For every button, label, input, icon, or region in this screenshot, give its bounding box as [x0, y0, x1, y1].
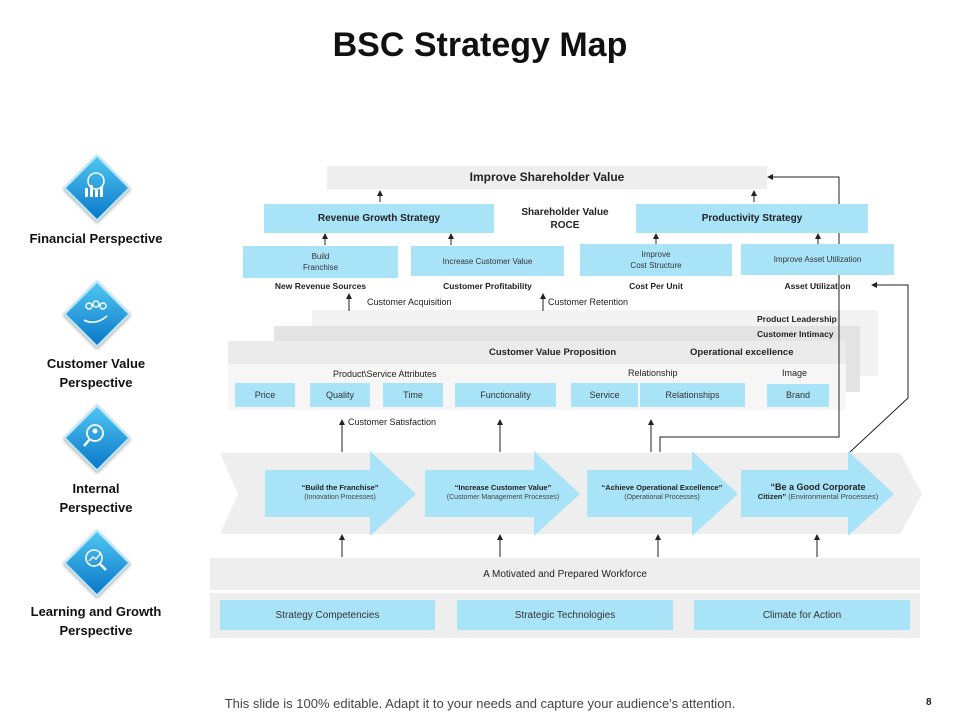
strategy-competencies-box: Strategy Competencies	[220, 600, 435, 630]
financial-perspective-badge	[63, 154, 131, 222]
revenue-growth-strategy-box: Revenue Growth Strategy	[264, 204, 494, 233]
operational-excellence-process: “Achieve Operational Excellence” (Operat…	[590, 483, 734, 502]
improve-asset-utilization-box: Improve Asset Utilization	[741, 244, 894, 275]
build-franchise-process: “Build the Franchise” (Innovation Proces…	[270, 483, 410, 502]
build-franchise-process-title: “Build the Franchise”	[301, 483, 379, 492]
customer-intimacy-label: Customer Intimacy	[757, 329, 834, 339]
build-franchise-text: Build Franchise	[302, 252, 339, 272]
product-leadership-label: Product Leadership	[757, 314, 837, 324]
customer-perspective-label: Customer Value Perspective	[46, 356, 146, 390]
attributes-label: Product\Service Attributes	[333, 369, 437, 379]
page-number: 8	[926, 697, 932, 708]
learning-perspective-badge	[63, 529, 131, 597]
increase-customer-value-box: Increase Customer Value	[411, 246, 564, 276]
increase-customer-value-text: Increase Customer Value	[442, 256, 533, 266]
customer-acquisition-label: Customer Acquisition	[367, 297, 452, 307]
image-label: Image	[782, 368, 808, 378]
learning-perspective-label: Learning and Growth Perspective	[30, 604, 162, 638]
customer-perspective-badge	[63, 280, 131, 348]
roce-label: ROCE	[550, 220, 580, 231]
cell-quality: Quality	[310, 383, 370, 407]
operational-excellence-process-sub: (Operational Processes)	[624, 494, 700, 501]
internal-perspective-badge	[63, 404, 131, 472]
improve-shareholder-value-box: Improve Shareholder Value	[327, 166, 767, 189]
magnifier-icon	[83, 424, 104, 447]
cell-functionality: Functionality	[455, 383, 556, 407]
relationship-label: Relationship	[628, 368, 678, 378]
corporate-citizen-process-sub: (Environmental Processes)	[788, 492, 879, 501]
operational-excellence-label: Operational excellence	[690, 347, 794, 358]
shareholder-value-label: Shareholder Value	[521, 207, 609, 218]
caption-customer-profitability: Customer Profitability	[443, 281, 532, 291]
internal-perspective-label: Internal Perspective	[59, 481, 133, 515]
caption-cost-per-unit: Cost Per Unit	[629, 281, 683, 291]
footer-text: This slide is 100% editable. Adapt it to…	[224, 696, 736, 711]
customers-icon	[83, 300, 108, 324]
productivity-strategy-box: Productivity Strategy	[636, 204, 868, 233]
caption-asset-utilization: Asset Utilization	[784, 281, 851, 291]
chart-icon	[85, 172, 105, 197]
corporate-citizen-process-title: “Be a Good Corporate	[770, 482, 866, 492]
increase-customer-value-process-sub: (Customer Management Processes)	[446, 494, 560, 501]
cell-time: Time	[383, 383, 443, 407]
strategic-technologies-box: Strategic Technologies	[457, 600, 673, 630]
climate-for-action-box: Climate for Action	[694, 600, 910, 630]
build-franchise-process-sub: (Innovation Processes)	[304, 494, 376, 501]
workforce-box: A Motivated and Prepared Workforce	[210, 558, 920, 590]
cell-relationships: Relationships	[640, 383, 745, 407]
corporate-citizen-process: “Be a Good Corporate Citizen” (Environme…	[748, 482, 888, 502]
cell-brand: Brand	[767, 384, 829, 407]
improve-cost-structure-text: Improve Cost Structure	[630, 250, 682, 270]
caption-new-revenue-sources: New Revenue Sources	[274, 281, 367, 291]
improve-cost-structure-box: Improve Cost Structure	[580, 244, 732, 276]
customer-retention-label: Customer Retention	[548, 297, 629, 307]
operational-excellence-process-title: “Achieve Operational Excellence”	[601, 483, 723, 492]
customer-value-proposition-label: Customer Value Proposition	[489, 347, 617, 358]
increase-customer-value-process-title: “Increase Customer Value”	[454, 483, 552, 492]
corporate-citizen-process-title2: Citizen”	[757, 492, 787, 501]
increase-customer-value-process: “Increase Customer Value” (Customer Mana…	[430, 483, 576, 502]
build-franchise-box: Build Franchise	[243, 246, 398, 278]
growth-icon	[85, 549, 107, 571]
cell-price: Price	[235, 383, 295, 407]
improve-asset-utilization-text: Improve Asset Utilization	[773, 255, 862, 264]
cell-service: Service	[571, 383, 638, 407]
customer-satisfaction-label: Customer Satisfaction	[348, 417, 437, 427]
page-title: BSC Strategy Map	[332, 26, 628, 64]
financial-perspective-label: Financial Perspective	[29, 231, 163, 246]
